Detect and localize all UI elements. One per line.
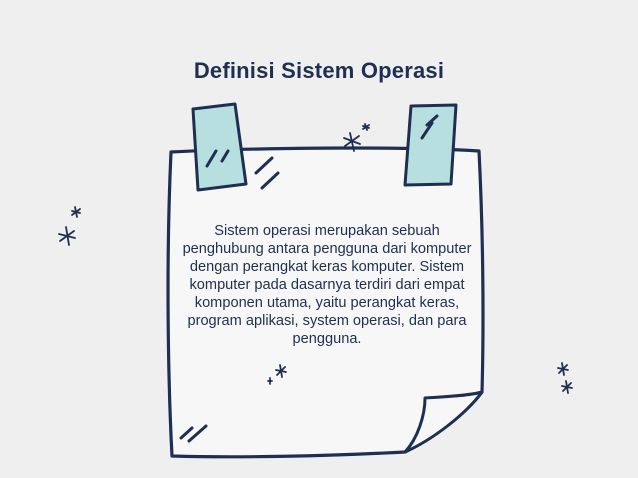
slide-body-text: Sistem operasi merupakan sebuah penghubu… bbox=[182, 223, 472, 347]
shine-strokes-icon bbox=[179, 156, 280, 443]
page-curl-icon bbox=[403, 390, 484, 454]
sparkle-icon bbox=[58, 123, 573, 394]
tape-right-icon bbox=[403, 103, 458, 187]
tape-left-icon bbox=[191, 102, 248, 192]
slide-title: Definisi Sistem Operasi bbox=[193, 58, 445, 83]
